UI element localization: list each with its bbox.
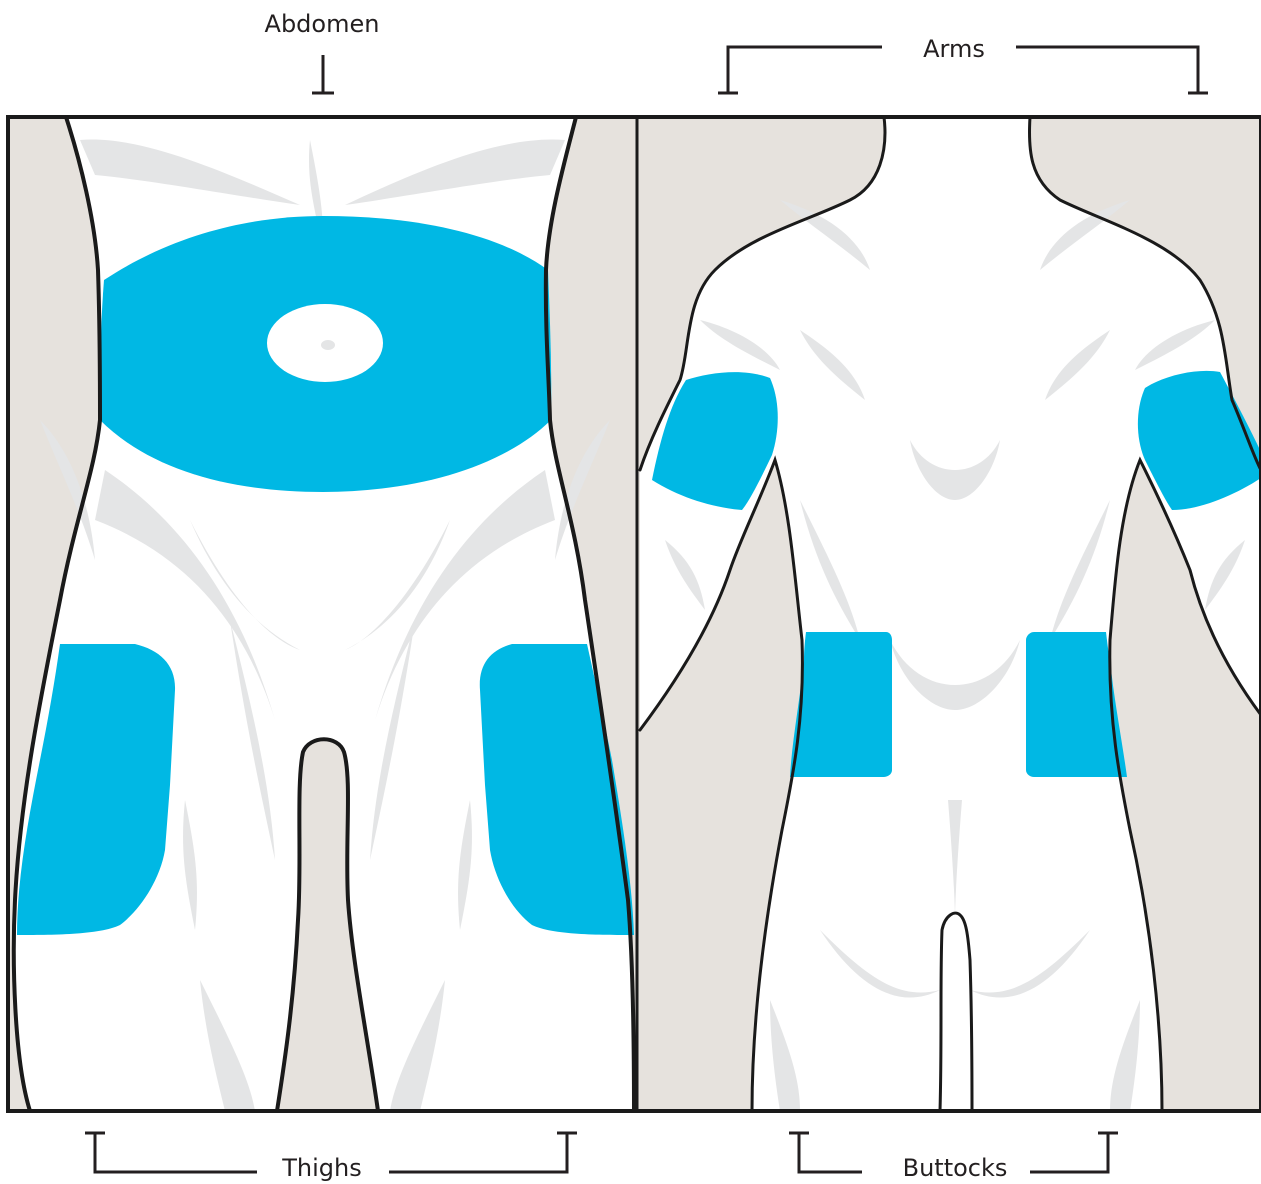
back-body-panel: [637, 117, 1261, 1111]
abdomen-callout: Abdomen: [265, 10, 380, 93]
left-buttock-injection-site: [790, 632, 892, 777]
front-body-panel: [8, 117, 637, 1111]
thighs-callout: Thighs: [85, 1133, 577, 1182]
buttocks-callout: Buttocks: [789, 1133, 1118, 1182]
arms-callout: Arms: [718, 35, 1208, 93]
arms-label: Arms: [923, 35, 985, 63]
abdomen-label: Abdomen: [265, 10, 380, 38]
abdomen-injection-site: [100, 216, 551, 492]
thighs-label: Thighs: [281, 1154, 362, 1182]
buttocks-label: Buttocks: [903, 1154, 1008, 1182]
